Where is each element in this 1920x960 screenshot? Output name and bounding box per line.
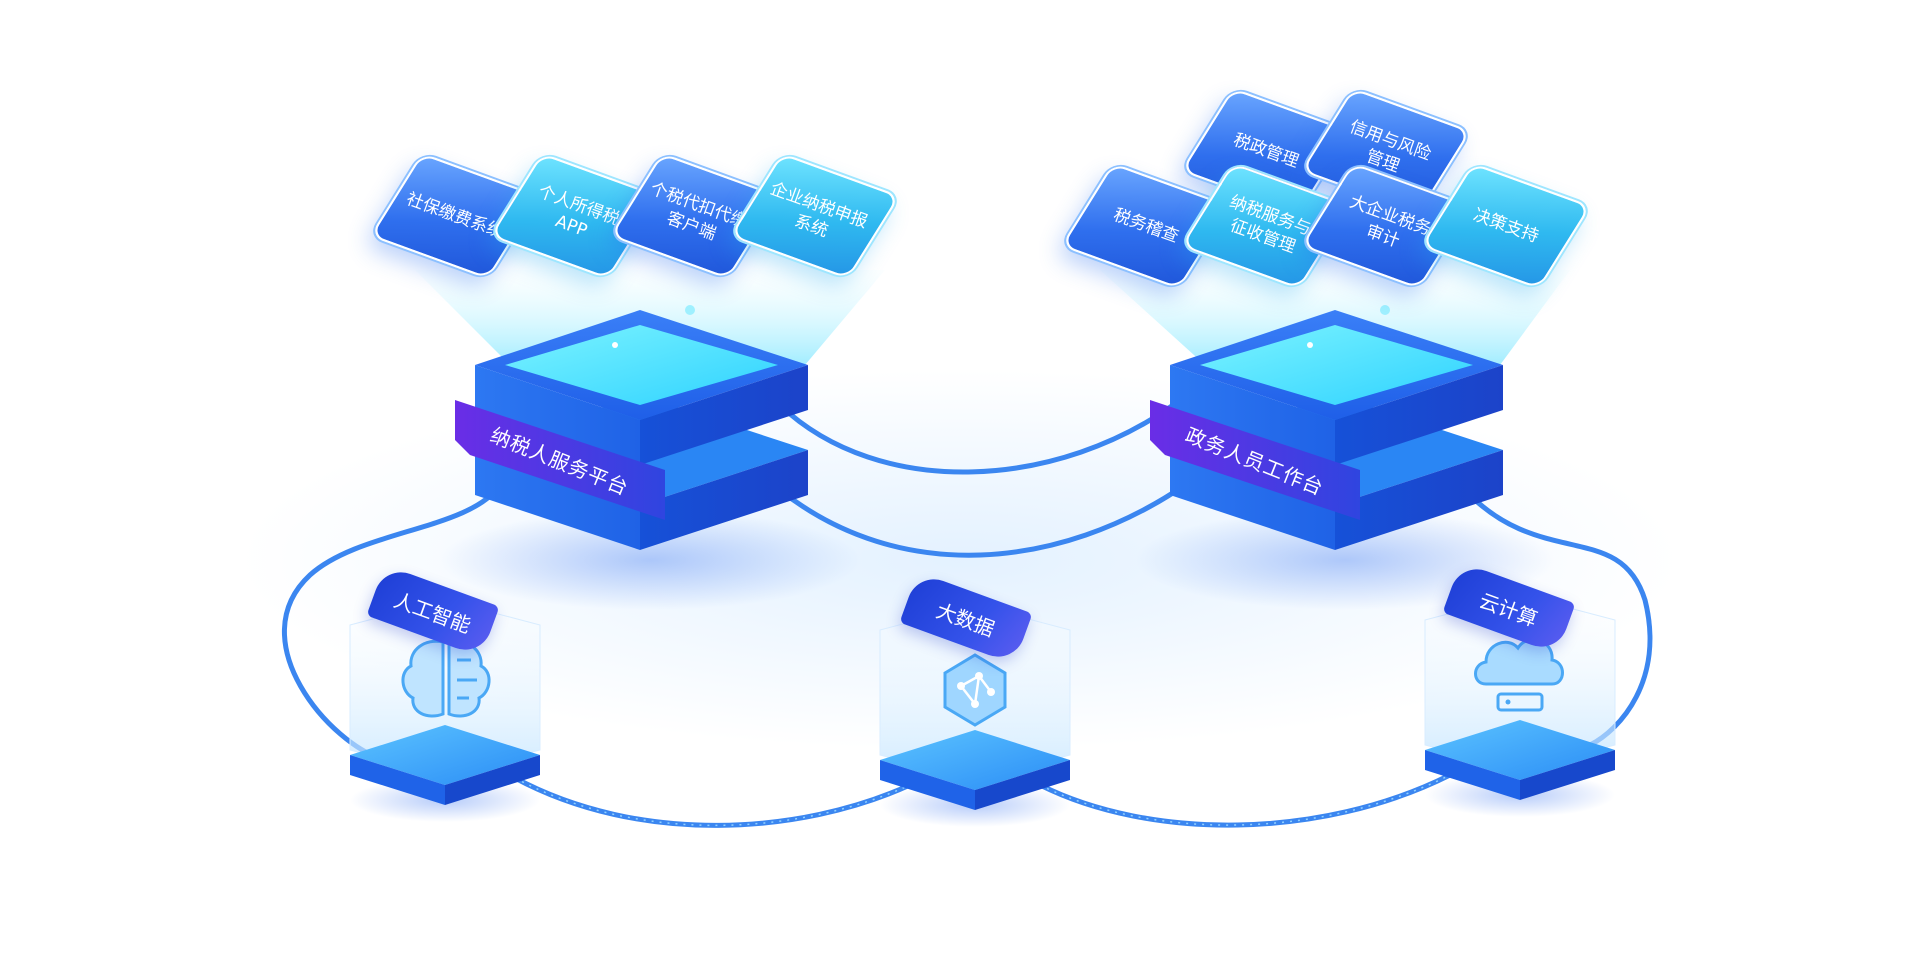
card-label: 税务稽查	[1110, 204, 1182, 248]
layer-right-face	[1335, 365, 1503, 465]
spark-dot	[612, 342, 618, 348]
card-label: 纳税服务与 征收管理	[1226, 191, 1314, 258]
screen-face	[505, 325, 778, 405]
connector-government-to-cloud	[1462, 487, 1653, 748]
brain-left-lobe	[401, 639, 445, 718]
platform-shadow	[440, 510, 860, 610]
layer-left-face	[1170, 450, 1335, 550]
platform-government	[1100, 270, 1570, 610]
layer-right-face	[640, 450, 808, 550]
platform-taxpayer	[415, 270, 885, 610]
connector-taxpayer-to-ai	[282, 482, 503, 763]
connector-taxpayer-to-government-top	[777, 397, 1183, 475]
base-left	[1425, 750, 1520, 800]
tech-node-ai	[349, 599, 541, 822]
title-band	[1150, 400, 1360, 520]
layer-left-face	[1170, 365, 1335, 465]
brain-circuit	[457, 658, 477, 700]
server-led	[1505, 699, 1511, 705]
connector-glow-lines	[514, 774, 1451, 827]
connector-lines	[282, 397, 1653, 828]
connector-glow-ai-bigdata	[514, 777, 911, 827]
brain-icon	[401, 639, 491, 718]
network-node	[971, 700, 979, 708]
network-node	[957, 682, 965, 690]
card-label: 企业纳税申报 系统	[767, 178, 871, 242]
spark-dot	[1307, 342, 1313, 348]
network-node	[975, 672, 983, 680]
card-label: 个税代扣代缴 客户端	[647, 178, 751, 245]
connector-ai-to-bigdata	[512, 775, 913, 828]
screen-face	[1200, 325, 1473, 405]
platform-shadow	[1135, 510, 1555, 610]
cloud-server-icon	[1474, 638, 1564, 712]
base-left	[350, 755, 445, 805]
hexagon-shape	[943, 653, 1007, 727]
tech-node-bigdata	[879, 604, 1071, 827]
card-label: 社保缴费系统	[403, 189, 507, 243]
title-band	[455, 400, 665, 520]
card-label: 大企业税务 审计	[1346, 191, 1434, 252]
server-box	[1496, 692, 1544, 712]
spark-dot	[1380, 305, 1390, 315]
card-label: 决策支持	[1470, 204, 1542, 248]
platform-upper-layer	[1170, 310, 1503, 465]
hexagon-network-icon	[943, 653, 1007, 727]
base-left	[880, 760, 975, 810]
layer-left-face	[475, 365, 640, 465]
card-label: 个人所得税APP	[535, 181, 623, 242]
connector-bigdata-to-cloud	[1037, 772, 1453, 828]
layer-left-face	[475, 450, 640, 550]
tech-node-cloud	[1424, 594, 1616, 817]
layer-right-face	[640, 365, 808, 465]
base-right	[1520, 750, 1615, 800]
spark-dot	[685, 305, 695, 315]
platform-upper-layer	[475, 310, 808, 465]
cloud-shape	[1474, 638, 1564, 686]
base-right	[975, 760, 1070, 810]
base-right	[445, 755, 540, 805]
connector-taxpayer-to-government-bottom	[777, 482, 1188, 558]
layer-right-face	[1335, 450, 1503, 550]
network-node	[987, 688, 995, 696]
